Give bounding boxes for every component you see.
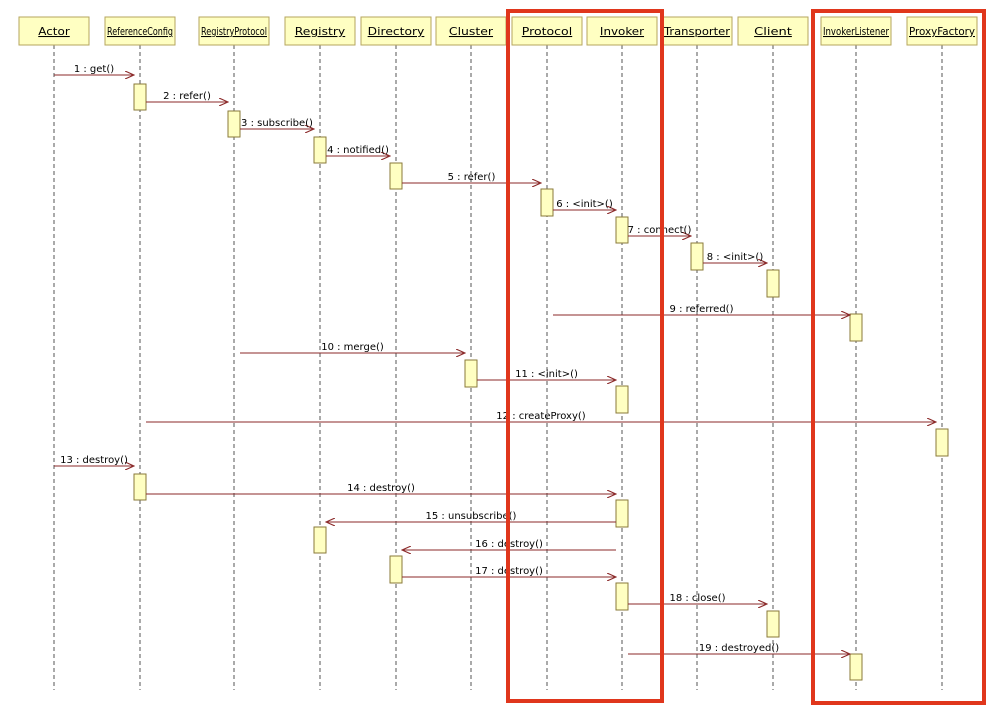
activation-registry: [313, 526, 327, 554]
participant-box: [284, 16, 356, 46]
message-label: 15 : unsubscribe(): [426, 511, 517, 522]
participant-registry: Registry: [284, 16, 356, 46]
participant-referenceconfig: ReferenceConfig: [104, 16, 176, 46]
highlight-box-2: [811, 9, 986, 705]
message-label: 10 : merge(): [321, 342, 384, 353]
activation-invoker: [615, 385, 629, 414]
participant-cluster: Cluster: [435, 16, 507, 46]
message-label: 13 : destroy(): [60, 455, 128, 466]
message-label: 4 : notified(): [327, 145, 389, 156]
participant-label: InvokerListener: [823, 26, 890, 38]
activation-client: [766, 269, 780, 298]
activation-invokerlistener: [849, 313, 863, 342]
participant-box: [906, 16, 978, 46]
message-13: 13 : destroy(): [54, 455, 134, 466]
message-15: 15 : unsubscribe(): [326, 511, 616, 522]
activation-registryprotocol: [227, 110, 241, 138]
participant-label: Cluster: [449, 26, 494, 38]
participant-label: Client: [754, 26, 792, 38]
participant-protocol: Protocol: [511, 16, 583, 46]
participant-invokerlistener: InvokerListener: [820, 16, 892, 46]
message-9: 9 : referred(): [553, 304, 850, 315]
activation-invoker: [615, 582, 629, 611]
participant-directory: Directory: [360, 16, 432, 46]
message-label: 9 : referred(): [670, 304, 734, 315]
participant-transporter: Transporter: [661, 16, 733, 46]
message-3: 3 : subscribe(): [240, 118, 314, 129]
participant-box: [360, 16, 432, 46]
activation-cluster: [464, 359, 478, 388]
participant-client: Client: [737, 16, 809, 46]
activation-protocol: [540, 188, 554, 217]
activation-invoker: [615, 216, 629, 244]
messages: 1 : get() 2 : refer() 3 : subscribe() 4 : n…: [54, 64, 936, 654]
highlight-box-1: [506, 9, 664, 703]
message-4: 4 : notified(): [326, 145, 390, 156]
activation-directory: [389, 162, 403, 190]
activation-registry: [313, 136, 327, 164]
message-label: 19 : destroyed(): [699, 643, 779, 654]
message-label: 2 : refer(): [163, 91, 211, 102]
participant-label: Transporter: [663, 26, 731, 38]
activation-invokerlistener: [849, 653, 863, 681]
message-14: 14 : destroy(): [146, 483, 616, 494]
participant-label: RegistryProtocol: [201, 26, 267, 38]
message-7: 7 : connect(): [628, 225, 692, 236]
activation-bars: [133, 83, 949, 681]
participant-label: ProxyFactory: [909, 26, 975, 38]
participant-label: ReferenceConfig: [107, 26, 173, 38]
message-12: 12 : createProxy(): [146, 411, 936, 422]
message-2: 2 : refer(): [146, 91, 228, 102]
lifelines: [53, 45, 943, 690]
message-label: 12 : createProxy(): [496, 411, 585, 422]
participant-box: [435, 16, 507, 46]
participant-box: [737, 16, 809, 46]
participant-box: [104, 16, 176, 46]
message-label: 3 : subscribe(): [241, 118, 313, 129]
message-label: 6 : <init>(): [556, 199, 613, 210]
participant-proxyfactory: ProxyFactory: [906, 16, 978, 46]
message-1: 1 : get(): [54, 64, 134, 75]
participant-registryprotocol: RegistryProtocol: [198, 16, 270, 46]
participant-box: [661, 16, 733, 46]
activation-directory: [389, 555, 403, 584]
participant-label: Directory: [368, 26, 425, 38]
activation-referenceconfig: [133, 473, 147, 501]
message-label: 18 : close(): [669, 593, 725, 604]
participant-box: [511, 16, 583, 46]
activation-proxyfactory: [935, 428, 949, 457]
message-10: 10 : merge(): [240, 342, 465, 353]
message-11: 11 : <init>(): [477, 369, 616, 380]
message-label: 7 : connect(): [628, 225, 692, 236]
participant-label: Invoker: [600, 26, 645, 38]
participant-box: [198, 16, 270, 46]
message-6: 6 : <init>(): [553, 199, 616, 210]
activation-invoker: [615, 499, 629, 528]
message-18: 18 : close(): [628, 593, 767, 604]
participant-invoker: Invoker: [586, 16, 658, 46]
participant-box: [586, 16, 658, 46]
message-label: 14 : destroy(): [347, 483, 415, 494]
participant-box: [18, 16, 90, 46]
message-5: 5 : refer(): [402, 172, 541, 183]
highlight-boxes: [506, 9, 986, 705]
message-8: 8 : <init>(): [703, 252, 767, 263]
activation-client: [766, 610, 780, 638]
message-label: 11 : <init>(): [515, 369, 578, 380]
activation-referenceconfig: [133, 83, 147, 111]
message-label: 1 : get(): [74, 64, 114, 75]
participant-box: [820, 16, 892, 46]
participant-label: Registry: [295, 26, 345, 38]
message-label: 8 : <init>(): [707, 252, 764, 263]
message-label: 5 : refer(): [448, 172, 496, 183]
activation-transporter: [690, 242, 704, 271]
participant-label: Actor: [38, 26, 70, 38]
participant-label: Protocol: [522, 26, 572, 38]
participant-actor: Actor: [18, 16, 90, 46]
